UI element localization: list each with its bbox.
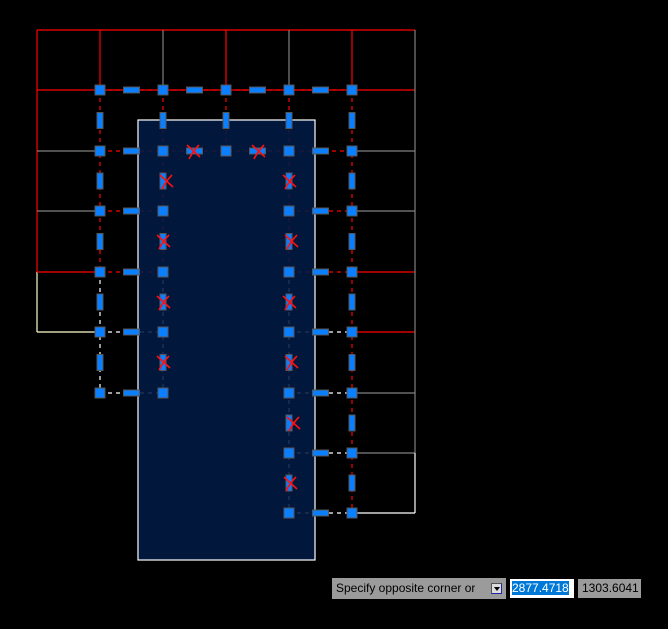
markup-x-icon bbox=[251, 144, 266, 160]
node-grip bbox=[283, 387, 295, 399]
midpoint-grip bbox=[159, 112, 167, 129]
dropdown-arrow-icon[interactable] bbox=[491, 583, 502, 594]
node-grip bbox=[283, 84, 295, 96]
midpoint-grip bbox=[348, 414, 356, 432]
markup-x-icon bbox=[286, 416, 301, 432]
node-grip bbox=[346, 145, 358, 157]
node-grip bbox=[94, 387, 106, 399]
node-grip bbox=[157, 205, 169, 217]
midpoint-grip bbox=[96, 172, 104, 190]
midpoint-grip bbox=[312, 268, 329, 276]
node-grip bbox=[157, 266, 169, 278]
midpoint-grip bbox=[348, 112, 356, 129]
node-grip bbox=[94, 266, 106, 278]
midpoint-grip bbox=[312, 389, 329, 397]
node-grip bbox=[346, 266, 358, 278]
markup-x-icon bbox=[283, 476, 298, 492]
midpoint-grip bbox=[285, 112, 293, 129]
midpoint-grip bbox=[123, 86, 140, 94]
midpoint-grip bbox=[312, 207, 329, 215]
command-prompt[interactable]: Specify opposite corner or bbox=[332, 578, 506, 599]
markup-x-icon bbox=[156, 295, 171, 311]
node-grip bbox=[346, 447, 358, 459]
midpoint-grip bbox=[123, 147, 140, 155]
midpoint-grip bbox=[285, 474, 293, 492]
markup-x-icon bbox=[284, 355, 299, 371]
markup-x-icon bbox=[156, 355, 171, 371]
node-grip bbox=[94, 326, 106, 338]
node-grip bbox=[157, 145, 169, 157]
midpoint-grip bbox=[123, 328, 140, 336]
node-grip bbox=[283, 205, 295, 217]
midpoint-grip bbox=[96, 112, 104, 129]
node-grip bbox=[283, 326, 295, 338]
node-grip bbox=[283, 266, 295, 278]
command-prompt-text: Specify opposite corner or bbox=[336, 581, 476, 595]
node-grip bbox=[157, 84, 169, 96]
node-grip bbox=[94, 205, 106, 217]
midpoint-grip bbox=[123, 207, 140, 215]
node-grip bbox=[346, 507, 358, 519]
midpoint-grip bbox=[348, 233, 356, 250]
markup-x-icon bbox=[156, 234, 171, 250]
x-coordinate-value: 2877.4718 bbox=[512, 581, 569, 595]
midpoint-grip bbox=[123, 389, 140, 397]
markup-x-icon bbox=[186, 144, 201, 160]
midpoint-grip bbox=[312, 328, 329, 336]
midpoint-grip bbox=[348, 474, 356, 492]
y-coordinate-input[interactable]: 1303.6041 bbox=[578, 579, 641, 598]
midpoint-grip bbox=[312, 147, 329, 155]
node-grip bbox=[346, 205, 358, 217]
midpoint-grip bbox=[123, 268, 140, 276]
node-grip bbox=[283, 507, 295, 519]
midpoint-grip bbox=[96, 233, 104, 250]
node-grip bbox=[94, 145, 106, 157]
midpoint-grip bbox=[348, 354, 356, 371]
node-grip bbox=[283, 145, 295, 157]
midpoint-grip bbox=[96, 293, 104, 311]
midpoint-grip bbox=[348, 172, 356, 190]
midpoint-grip bbox=[186, 86, 203, 94]
midpoint-grip bbox=[249, 86, 266, 94]
midpoint-grip bbox=[348, 293, 356, 311]
markup-x-icon bbox=[282, 295, 297, 311]
midpoint-grip bbox=[96, 354, 104, 371]
node-grip bbox=[220, 84, 232, 96]
x-coordinate-input[interactable]: 2877.4718 bbox=[510, 579, 574, 598]
node-grip bbox=[346, 326, 358, 338]
node-grip bbox=[157, 326, 169, 338]
y-coordinate-value: 1303.6041 bbox=[582, 581, 639, 595]
node-grip bbox=[283, 447, 295, 459]
markup-x-icon bbox=[159, 174, 174, 190]
node-grip bbox=[346, 387, 358, 399]
midpoint-grip bbox=[222, 112, 230, 129]
node-grip bbox=[157, 387, 169, 399]
markup-x-icon bbox=[284, 234, 299, 250]
midpoint-grip bbox=[312, 449, 329, 457]
midpoint-grip bbox=[312, 509, 329, 517]
node-grip bbox=[220, 145, 232, 157]
node-grip bbox=[94, 84, 106, 96]
midpoint-grip bbox=[312, 86, 329, 94]
node-grip bbox=[346, 84, 358, 96]
markup-x-icon bbox=[282, 174, 297, 190]
